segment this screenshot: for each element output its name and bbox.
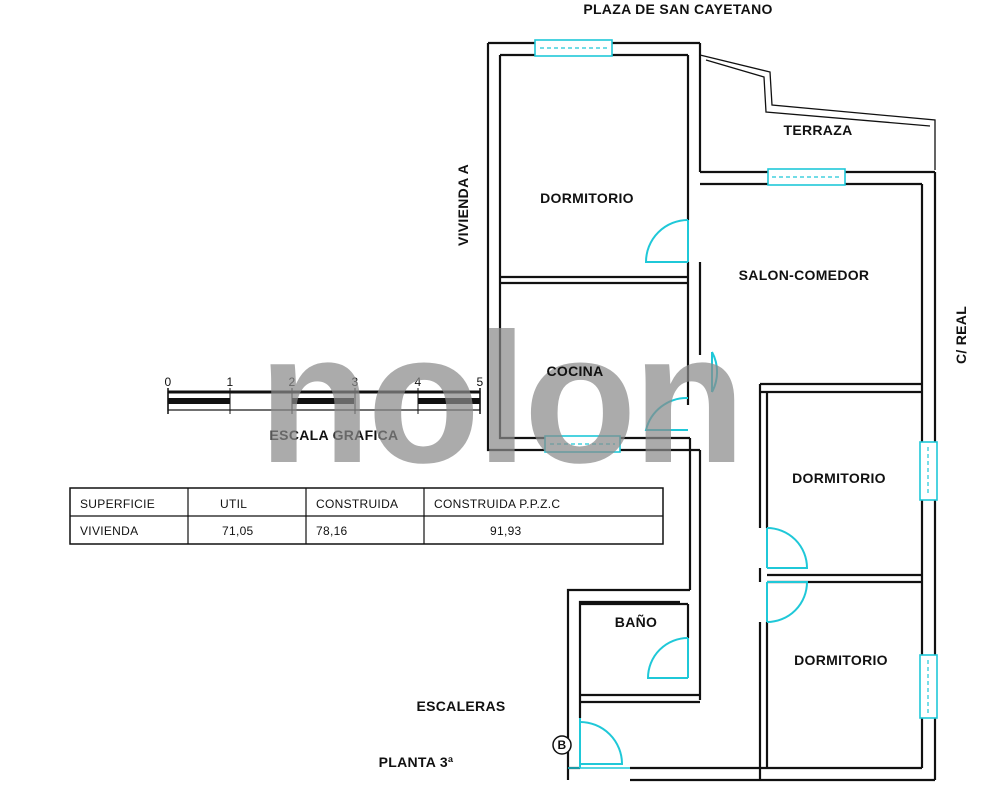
- table-cell-construida-ppzc: 91,93: [490, 524, 522, 538]
- door-bano: [646, 637, 689, 679]
- room-label-cocina: COCINA: [546, 363, 603, 379]
- neighbor-label: VIVIENDA A: [455, 164, 471, 246]
- window-top: [534, 39, 613, 57]
- scale-tick-3: 3: [352, 375, 359, 389]
- table-header-construida: CONSTRUIDA: [316, 497, 398, 511]
- area-table: SUPERFICIE UTIL CONSTRUIDA CONSTRUIDA P.…: [69, 487, 664, 545]
- table-header-superficie: SUPERFICIE: [80, 497, 155, 511]
- scale-tick-2: 2: [289, 375, 296, 389]
- table-header-util: UTIL: [220, 497, 247, 511]
- table-cell-construida: 78,16: [316, 524, 348, 538]
- room-label-dormitorio-1: DORMITORIO: [540, 190, 634, 206]
- table-cell-util: 71,05: [222, 524, 254, 538]
- door-dormitorio-1: [644, 219, 689, 263]
- graphic-scale: 0 1 2 3 4 5 ESCALA GRAFICA: [165, 375, 484, 443]
- window-salon: [767, 168, 846, 186]
- entrance-marker-letter: B: [558, 738, 567, 752]
- door-entrance: [568, 718, 630, 769]
- scale-tick-0: 0: [165, 375, 172, 389]
- room-label-salon: SALON-COMEDOR: [739, 267, 870, 283]
- street-label-right: C/ REAL: [953, 306, 969, 364]
- table-cell-vivienda: VIVIENDA: [80, 524, 138, 538]
- scale-tick-5: 5: [477, 375, 484, 389]
- door-salon: [711, 351, 719, 393]
- doors: [568, 219, 809, 769]
- window-kitchen: [544, 435, 621, 453]
- scale-title: ESCALA GRAFICA: [270, 427, 399, 443]
- walls: [486, 41, 937, 782]
- window-dormitorio-3: [919, 654, 938, 719]
- room-label-dormitorio-2: DORMITORIO: [792, 470, 886, 486]
- scale-tick-1: 1: [227, 375, 234, 389]
- room-label-terraza: TERRAZA: [784, 122, 853, 138]
- floor-label: PLANTA 3ª: [379, 754, 454, 770]
- street-label-top: PLAZA DE SAN CAYETANO: [583, 1, 772, 17]
- door-dormitorio-2: [766, 527, 809, 569]
- room-label-bano: BAÑO: [615, 613, 657, 630]
- watermark: nolon: [258, 296, 745, 502]
- table-header-construida-ppzc: CONSTRUIDA P.P.Z.C: [434, 497, 560, 511]
- labels: PLAZA DE SAN CAYETANO VIVIENDA A C/ REAL…: [379, 1, 969, 770]
- watermark-text: nolon: [258, 296, 741, 502]
- windows: [534, 39, 938, 719]
- entrance-marker: B: [552, 735, 572, 755]
- room-label-dormitorio-3: DORMITORIO: [794, 652, 888, 668]
- door-kitchen: [644, 396, 689, 431]
- stairs-label: ESCALERAS: [416, 698, 505, 714]
- scale-tick-4: 4: [415, 375, 422, 389]
- door-dormitorio-3: [766, 581, 809, 623]
